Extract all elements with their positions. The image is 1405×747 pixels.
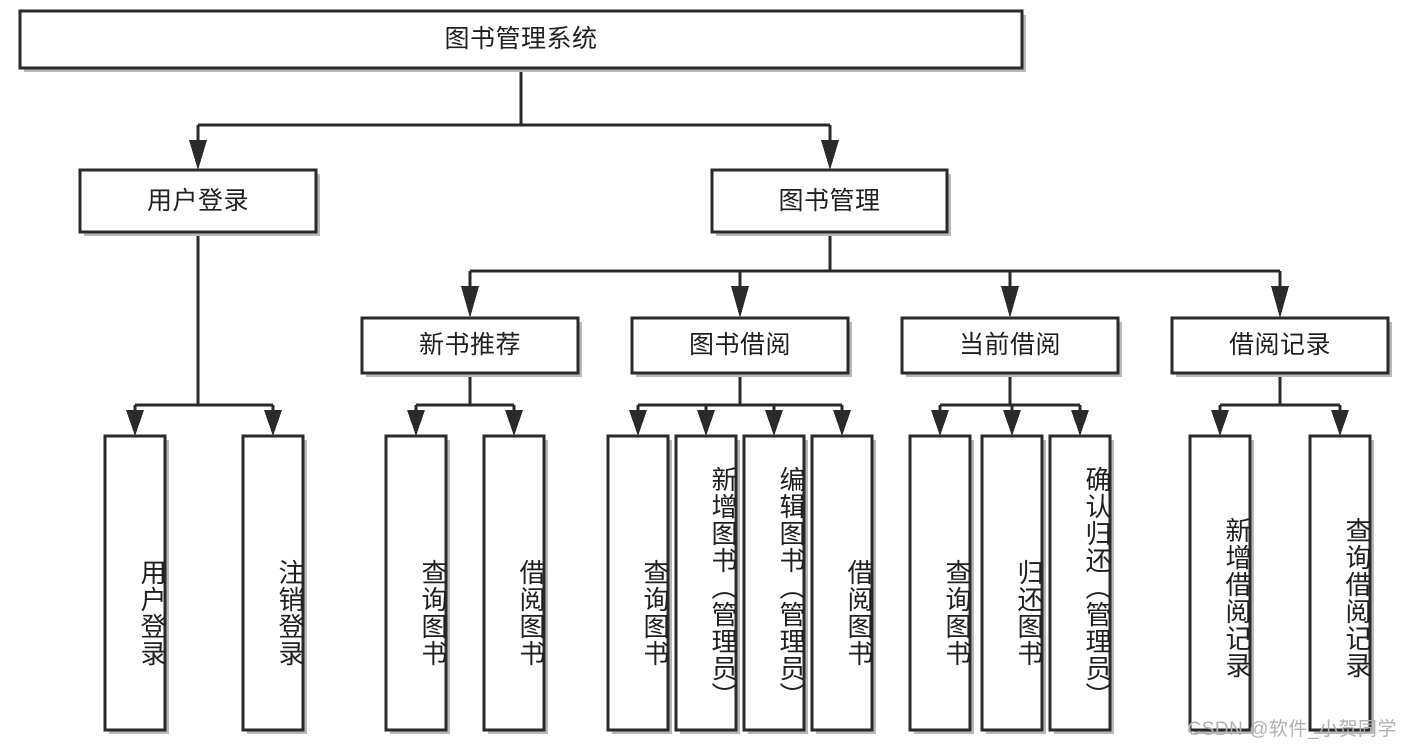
node-box-book-borrow[interactable] <box>630 316 850 375</box>
arrow-head-icon <box>1211 410 1229 436</box>
node-box-leaf-logout[interactable] <box>241 434 305 732</box>
arrow-head-icon <box>407 410 425 436</box>
node-box-book-manage[interactable] <box>710 168 949 234</box>
connector-root-to-level1 <box>189 68 839 170</box>
node-box-leaf-borrow-book-rec[interactable] <box>482 434 546 732</box>
arrow-head-icon <box>697 410 715 436</box>
arrow-head-icon <box>731 286 749 318</box>
node-box-leaf-edit-book[interactable] <box>742 434 806 732</box>
node-box-leaf-query-book-borrow[interactable] <box>606 434 670 732</box>
connector-userlogin-to-leaves <box>126 232 282 436</box>
node-box-leaf-return-book[interactable] <box>980 434 1044 732</box>
connector-currentborrow-to-leaves <box>931 373 1089 436</box>
connector-borrowrecord-to-leaves <box>1211 373 1349 436</box>
connector-newbook-to-leaves <box>407 373 523 436</box>
arrow-head-icon <box>1003 410 1021 436</box>
node-box-user-login[interactable] <box>78 168 318 234</box>
node-box-leaf-user-login[interactable] <box>103 434 167 732</box>
node-box-borrow-record[interactable] <box>1170 316 1390 375</box>
arrow-head-icon <box>264 410 282 436</box>
arrow-head-icon <box>189 140 207 170</box>
connector-bookmanage-to-level2 <box>461 232 1289 318</box>
arrow-head-icon <box>1271 286 1289 318</box>
arrow-head-icon <box>629 410 647 436</box>
arrow-head-icon <box>931 410 949 436</box>
node-box-new-book-recommend[interactable] <box>360 316 580 375</box>
csdn-watermark: CSDN @软件_小贺同学 <box>1187 719 1397 740</box>
node-box-leaf-add-record[interactable] <box>1188 434 1252 732</box>
node-box-leaf-query-book-current[interactable] <box>908 434 972 732</box>
node-box-current-borrow[interactable] <box>900 316 1120 375</box>
arrow-head-icon <box>1331 410 1349 436</box>
arrow-head-icon <box>765 410 783 436</box>
node-box-leaf-confirm-return[interactable] <box>1048 434 1112 732</box>
connector-bookborrow-to-leaves <box>629 373 851 436</box>
arrow-head-icon <box>821 140 839 170</box>
node-box-leaf-add-book[interactable] <box>674 434 738 732</box>
node-box-root[interactable] <box>18 9 1024 70</box>
node-rects <box>18 9 1392 734</box>
arrow-head-icon <box>1001 286 1019 318</box>
arrow-head-icon <box>1071 410 1089 436</box>
arrow-head-icon <box>833 410 851 436</box>
node-box-leaf-query-record[interactable] <box>1308 434 1372 732</box>
arrow-head-icon <box>126 410 144 436</box>
arrow-head-icon <box>505 410 523 436</box>
node-box-leaf-borrow-book[interactable] <box>810 434 874 732</box>
arrow-head-icon <box>461 286 479 318</box>
node-box-leaf-query-book-rec[interactable] <box>384 434 448 732</box>
